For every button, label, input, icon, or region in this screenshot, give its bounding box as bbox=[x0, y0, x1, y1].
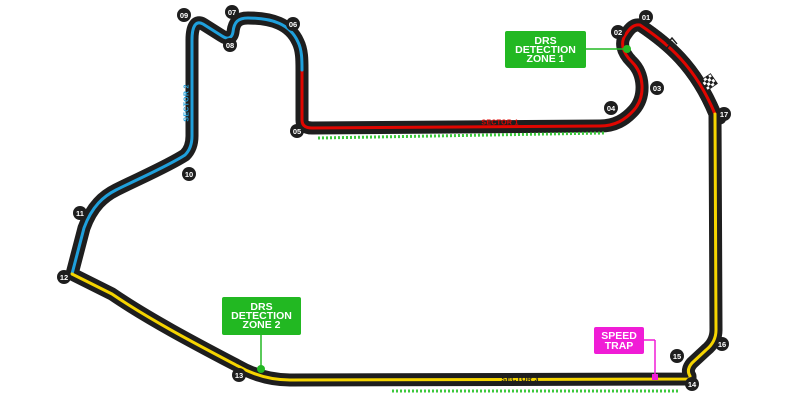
track-full-base bbox=[65, 11, 723, 387]
speed-trap: SPEED TRAP bbox=[594, 327, 658, 380]
turn-marker-12: 12 bbox=[57, 270, 71, 284]
turn-marker-circle bbox=[670, 349, 684, 363]
turn-marker-circle bbox=[177, 8, 191, 22]
turn-marker-01: 01 bbox=[639, 10, 653, 24]
start-chevron-icon bbox=[666, 36, 678, 49]
turn-marker-label: 12 bbox=[60, 273, 68, 282]
sector-labels: SECTOR 1 SECTOR 2 SECTOR 3 bbox=[184, 84, 539, 383]
turn-marker-circle bbox=[639, 10, 653, 24]
turn-marker-label: 16 bbox=[718, 340, 726, 349]
turn-marker-16: 16 bbox=[715, 337, 729, 351]
turn-marker-15: 15 bbox=[670, 349, 684, 363]
drs-2-text-line-2: DETECTION bbox=[231, 310, 292, 322]
turn-marker-circle bbox=[604, 101, 618, 115]
turn-marker-circle bbox=[611, 25, 625, 39]
sector-3-line bbox=[70, 112, 718, 382]
turn-marker-circle bbox=[57, 270, 71, 284]
turn-marker-label: 13 bbox=[235, 371, 243, 380]
turn-marker-label: 11 bbox=[76, 209, 84, 218]
turn-marker-label: 14 bbox=[688, 380, 697, 389]
sector-2-label: SECTOR 2 bbox=[184, 84, 191, 121]
turn-marker-circle bbox=[225, 5, 239, 19]
turn-marker-09: 09 bbox=[177, 8, 191, 22]
turn-marker-08: 08 bbox=[223, 38, 237, 52]
turn-marker-circle bbox=[290, 124, 304, 138]
speed-trap-text-line-2: TRAP bbox=[605, 340, 634, 352]
turn-marker-02: 02 bbox=[611, 25, 625, 39]
turn-marker-label: 03 bbox=[653, 84, 661, 93]
turn-marker-circle bbox=[73, 206, 87, 220]
turn-marker-circle bbox=[223, 38, 237, 52]
turn-marker-label: 07 bbox=[228, 8, 236, 17]
sector-2-line bbox=[70, 16, 304, 276]
drs-1-text-line-1: DRS bbox=[534, 35, 556, 47]
turn-marker-label: 17 bbox=[720, 110, 728, 119]
drs-2-text-line-1: DRS bbox=[250, 301, 272, 313]
turn-marker-circle bbox=[650, 81, 664, 95]
drs-detection-zone-2: DRS DETECTION ZONE 2 bbox=[222, 297, 301, 373]
turn-marker-06: 06 bbox=[286, 17, 300, 31]
turn-marker-10: 10 bbox=[182, 167, 196, 181]
turn-marker-circle bbox=[286, 17, 300, 31]
turn-marker-circle bbox=[182, 167, 196, 181]
turn-marker-05: 05 bbox=[290, 124, 304, 138]
sector-1-label: SECTOR 1 bbox=[481, 120, 518, 127]
turn-marker-label: 15 bbox=[673, 352, 681, 361]
turn-markers: 01 02 03 04 05 06 07 08 09 10 11 12 13 14 15 16 17 bbox=[57, 5, 731, 391]
turn-marker-04: 04 bbox=[604, 101, 618, 115]
turn-marker-label: 04 bbox=[607, 104, 616, 113]
turn-marker-14: 14 bbox=[685, 377, 699, 391]
speed-trap-box bbox=[594, 327, 644, 354]
turn-marker-13: 13 bbox=[232, 368, 246, 382]
turn-marker-07: 07 bbox=[225, 5, 239, 19]
turn-marker-11: 11 bbox=[73, 206, 87, 220]
drs-2-point bbox=[257, 365, 265, 373]
drs-2-box bbox=[222, 297, 301, 335]
drs-1-text-line-3: ZONE 1 bbox=[527, 53, 565, 65]
turn-marker-03: 03 bbox=[650, 81, 664, 95]
turn-marker-label: 10 bbox=[185, 170, 193, 179]
turn-marker-circle bbox=[232, 368, 246, 382]
checkered-flag-icon bbox=[700, 73, 718, 91]
drs-1-text-line-2: DETECTION bbox=[515, 44, 576, 56]
turn-marker-label: 09 bbox=[180, 11, 188, 20]
speed-trap-text-line-1: SPEED bbox=[601, 330, 637, 342]
speed-trap-point bbox=[652, 374, 658, 380]
turn-marker-circle bbox=[685, 377, 699, 391]
turn-marker-label: 02 bbox=[614, 28, 622, 37]
turn-marker-label: 06 bbox=[289, 20, 297, 29]
drs-1-box bbox=[505, 31, 586, 68]
track bbox=[65, 11, 727, 387]
drs-1-point bbox=[623, 45, 631, 53]
drs-2-text-line-3: ZONE 2 bbox=[243, 319, 281, 331]
turn-marker-label: 08 bbox=[226, 41, 234, 50]
turn-marker-circle bbox=[715, 337, 729, 351]
turn-marker-17: 17 bbox=[717, 107, 731, 121]
drs-detection-zone-1: DRS DETECTION ZONE 1 bbox=[505, 31, 631, 68]
turn-marker-circle bbox=[717, 107, 731, 121]
turn-marker-label: 01 bbox=[642, 13, 650, 22]
drs-zones bbox=[317, 131, 680, 393]
turn-marker-label: 05 bbox=[293, 127, 301, 136]
sector-3-label: SECTOR 3 bbox=[501, 377, 538, 384]
